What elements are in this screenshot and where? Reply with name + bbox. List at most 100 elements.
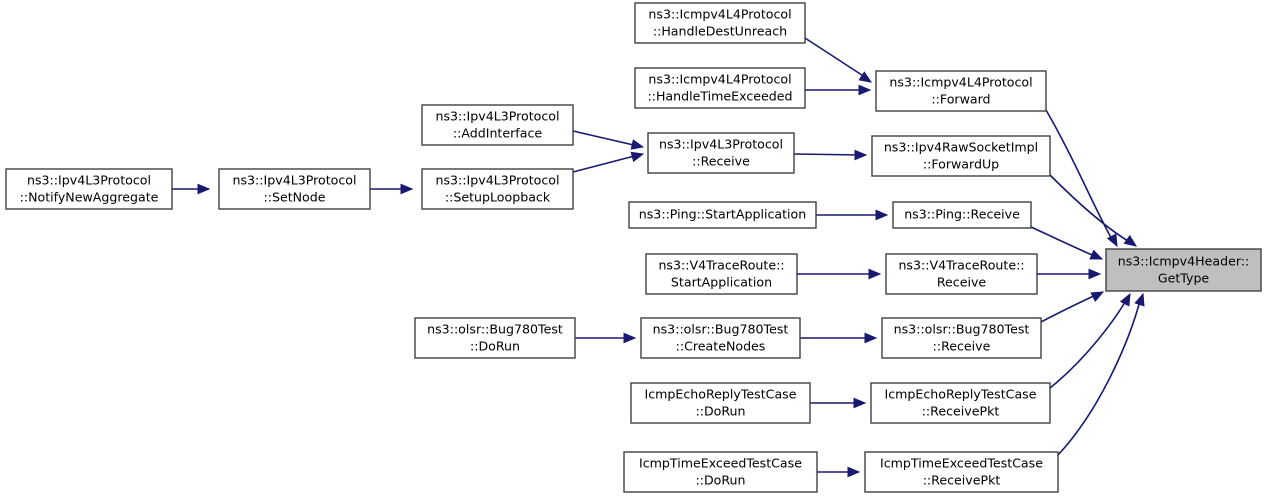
graph-node-notifynewaggregate[interactable]: ns3::Ipv4L3Protocol::NotifyNewAggregate (5, 168, 173, 210)
graph-node-setnode[interactable]: ns3::Ipv4L3Protocol::SetNode (218, 168, 371, 210)
graph-node-bug780receive[interactable]: ns3::olsr::Bug780Test::Receive (881, 317, 1042, 359)
node-label-line1: ns3::Ping::StartApplication (639, 207, 806, 222)
node-label-line2: Receive (937, 275, 987, 290)
node-box[interactable] (881, 317, 1042, 359)
arrowhead (1123, 234, 1138, 247)
node-label-line2: ::Forward (931, 92, 990, 107)
arrowhead (630, 151, 645, 163)
graph-node-handletimeexceeded[interactable]: ns3::Icmpv4L4Protocol::HandleTimeExceede… (634, 67, 806, 109)
graph-node-pingstartapplication[interactable]: ns3::Ping::StartApplication (628, 201, 817, 229)
node-label-line1: ns3::Ipv4L3Protocol (27, 173, 151, 188)
graph-node-bug780createnodes[interactable]: ns3::olsr::Bug780Test::CreateNodes (640, 317, 801, 359)
node-label-line1: ns3::Icmpv4L4Protocol (889, 75, 1032, 90)
node-label-line2: GetType (1158, 271, 1210, 286)
node-label-line1: IcmpTimeExceedTestCase (880, 456, 1043, 471)
node-box[interactable] (871, 135, 1051, 177)
graph-node-ipv4l3receive[interactable]: ns3::Ipv4L3Protocol::Receive (647, 132, 795, 174)
arrowhead (858, 84, 872, 96)
node-label-line1: ns3::olsr::Bug780Test (894, 322, 1030, 337)
node-box[interactable] (5, 168, 173, 210)
node-label-line1: ns3::Ipv4L3Protocol (233, 173, 357, 188)
node-box[interactable] (645, 253, 798, 295)
arrowhead (854, 149, 868, 161)
graph-node-icmpforward[interactable]: ns3::Icmpv4L4Protocol::Forward (875, 70, 1047, 112)
node-label-line1: IcmpEchoReplyTestCase (885, 387, 1037, 402)
node-label-line1: ns3::V4TraceRoute:: (658, 258, 784, 273)
call-edge-bug780receive-to-icmpv4headergettype (1040, 292, 1101, 323)
node-label-line2: ::CreateNodes (676, 339, 766, 354)
arrowhead (864, 332, 878, 344)
node-label-line2: StartApplication (671, 275, 772, 290)
node-label-line2: ::SetNode (263, 190, 325, 205)
node-label-line2: ::Receive (692, 154, 750, 169)
call-edge-rawsocketforwardup-to-icmpv4headergettype (1049, 174, 1134, 245)
node-box[interactable] (628, 201, 817, 229)
node-box[interactable] (414, 317, 576, 359)
graph-node-v4tracereceive[interactable]: ns3::V4TraceRoute::Receive (885, 253, 1038, 295)
node-box[interactable] (634, 67, 806, 109)
node-box[interactable] (875, 70, 1047, 112)
node-label-line1: IcmpEchoReplyTestCase (645, 387, 797, 402)
graph-node-pingreceive[interactable]: ns3::Ping::Receive (892, 201, 1032, 229)
node-box-highlighted[interactable] (1105, 248, 1262, 292)
call-edge-icmptimeexceedreceivepkt-to-icmpv4headergettype (1057, 296, 1142, 456)
arrowhead (1106, 233, 1118, 248)
node-label-line1: ns3::Ipv4RawSocketImpl (884, 140, 1038, 155)
arrowhead (400, 183, 414, 195)
arrowhead (1090, 291, 1105, 302)
graph-node-v4tracestartapplication[interactable]: ns3::V4TraceRoute::StartApplication (645, 253, 798, 295)
arrowhead (1119, 292, 1131, 307)
graph-node-handledestunreach[interactable]: ns3::Icmpv4L4Protocol::HandleDestUnreach (634, 2, 806, 44)
graph-node-icmpechoreplyreceivepkt[interactable]: IcmpEchoReplyTestCase::ReceivePkt (870, 382, 1051, 424)
call-edge-icmpforward-to-icmpv4headergettype (1045, 109, 1115, 244)
node-label-line2: ::ReceivePkt (922, 404, 1000, 419)
call-edge-setuploopback-to-ipv4l3receive (572, 154, 639, 173)
node-box[interactable] (421, 168, 574, 210)
node-box[interactable] (421, 104, 574, 146)
node-box[interactable] (647, 132, 795, 174)
node-label-line1: ns3::Ping::Receive (904, 207, 1020, 222)
node-label-line2: ::SetupLoopback (445, 190, 551, 205)
call-edge-ipv4l3receive-to-rawsocketforwardup (793, 153, 863, 156)
node-label-line1: ns3::Icmpv4Header:: (1118, 254, 1250, 269)
node-label-line1: ns3::Icmpv4L4Protocol (648, 72, 791, 87)
node-box[interactable] (870, 382, 1051, 424)
node-label-line1: ns3::Ipv4L3Protocol (659, 137, 783, 152)
node-label-line1: ns3::Ipv4L3Protocol (436, 109, 560, 124)
node-box[interactable] (640, 317, 801, 359)
node-label-line1: IcmpTimeExceedTestCase (639, 456, 802, 471)
node-box[interactable] (634, 2, 806, 44)
node-box[interactable] (623, 451, 818, 493)
call-edge-addinterface-to-ipv4l3receive (572, 130, 639, 147)
node-label-line2: ::DoRun (695, 473, 745, 488)
graph-node-icmptimeexceedreceivepkt[interactable]: IcmpTimeExceedTestCase::ReceivePkt (864, 451, 1059, 493)
arrowhead (868, 268, 882, 280)
node-label-line1: ns3::V4TraceRoute:: (898, 258, 1024, 273)
node-box[interactable] (892, 201, 1032, 229)
graph-node-addinterface[interactable]: ns3::Ipv4L3Protocol::AddInterface (421, 104, 574, 146)
node-box[interactable] (885, 253, 1038, 295)
node-label-line2: ::ReceivePkt (923, 473, 1001, 488)
arrowhead (853, 397, 867, 409)
graph-node-icmpv4headergettype[interactable]: ns3::Icmpv4Header::GetType (1105, 248, 1262, 292)
arrowhead (1089, 249, 1104, 260)
arrowhead (875, 209, 889, 221)
graph-node-rawsocketforwardup[interactable]: ns3::Ipv4RawSocketImpl::ForwardUp (871, 135, 1051, 177)
graph-node-icmpechoreplydorun[interactable]: IcmpEchoReplyTestCase::DoRun (630, 382, 811, 424)
call-edge-handledestunreach-to-icmpforward (804, 37, 869, 80)
graph-node-setuploopback[interactable]: ns3::Ipv4L3Protocol::SetupLoopback (421, 168, 574, 210)
arrowhead (630, 139, 645, 150)
node-label-line2: ::DoRun (470, 339, 520, 354)
arrowhead (858, 71, 873, 83)
graph-node-bug780dorun[interactable]: ns3::olsr::Bug780Test::DoRun (414, 317, 576, 359)
graph-node-icmptimeexceeddorun[interactable]: IcmpTimeExceedTestCase::DoRun (623, 451, 818, 493)
node-box[interactable] (630, 382, 811, 424)
call-edge-icmpechoreplyreceivepkt-to-icmpv4headergettype (1049, 296, 1129, 389)
node-label-line2: ::Receive (933, 339, 991, 354)
arrowhead (197, 183, 211, 195)
node-box[interactable] (864, 451, 1059, 493)
node-box[interactable] (218, 168, 371, 210)
node-label-line2: ::ForwardUp (923, 157, 999, 172)
